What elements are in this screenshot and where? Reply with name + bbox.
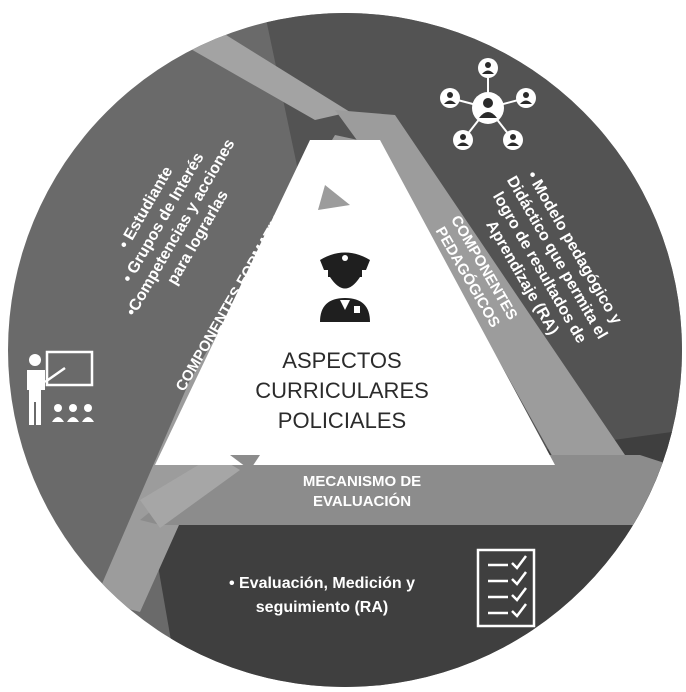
police-officer-icon — [320, 252, 370, 322]
bottom-sector-text: • Evaluación, Medición y seguimiento (RA… — [229, 575, 415, 616]
bottom-band — [140, 455, 682, 525]
top-arrow-notch — [318, 185, 350, 210]
left-arrow-notch — [230, 455, 260, 470]
teacher-classroom-icon — [27, 350, 94, 425]
center-line-2: CURRICULARES — [255, 378, 429, 403]
center-title: ASPECTOS CURRICULARES POLICIALES — [255, 348, 429, 433]
bottom-sector-line-1: • Evaluación, Medición y — [229, 575, 415, 592]
right-arrow-notch — [518, 385, 545, 410]
network-people-icon — [440, 58, 536, 150]
band-fold — [140, 455, 240, 528]
center-line-1: ASPECTOS — [282, 348, 401, 373]
upper-band-connector — [175, 25, 350, 120]
bottom-sector-line-2: seguimiento (RA) — [256, 599, 388, 616]
bottom-band-line-2: EVALUACIÓN — [313, 492, 411, 510]
checklist-icon — [476, 548, 536, 628]
center-line-3: POLICIALES — [278, 408, 406, 433]
bottom-band-label: MECANISMO DE EVALUACIÓN — [303, 473, 421, 510]
bottom-band-line-1: MECANISMO DE — [303, 473, 421, 490]
